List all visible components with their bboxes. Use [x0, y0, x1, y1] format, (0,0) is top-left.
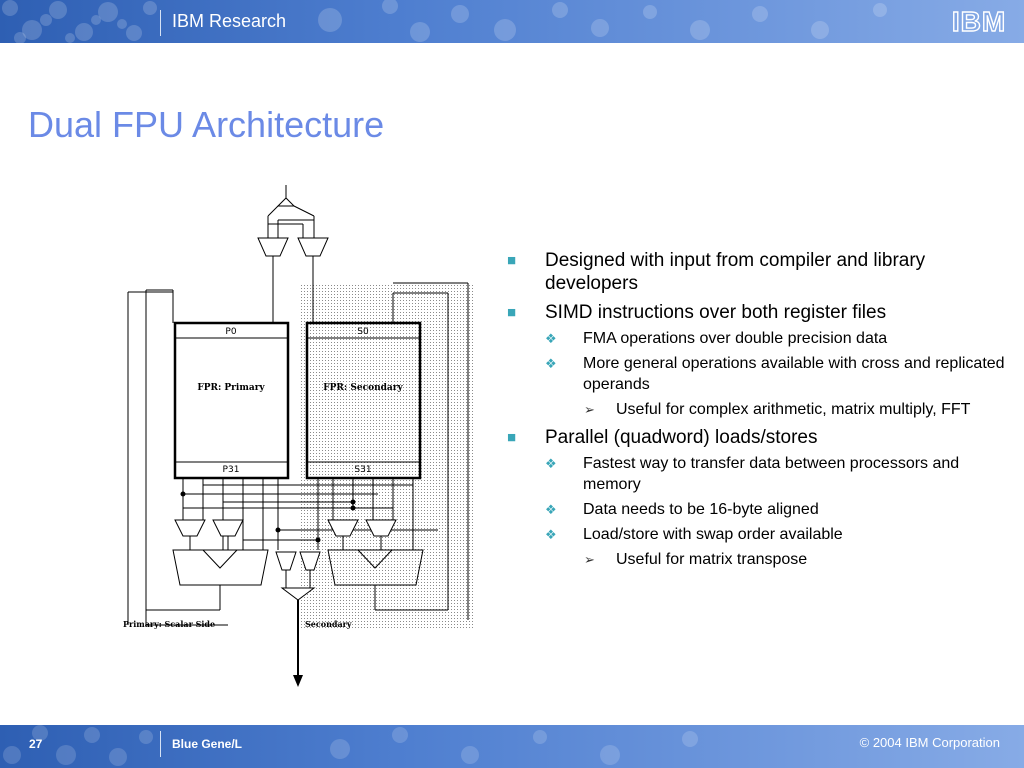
operand-mux-p1: [174, 519, 206, 537]
bullet-list: ■ Designed with input from compiler and l…: [505, 243, 1005, 570]
top-mux-primary: [257, 237, 289, 257]
bullet-item: ❖ More general operations available with …: [505, 353, 1005, 395]
ibm-logo-text: IBM: [952, 6, 1006, 37]
bullet-item: ❖ FMA operations over double precision da…: [505, 328, 1005, 349]
dual-fpu-diagram: P0 FPR: Primary P31 S0 FPR: Secondary S3…: [123, 185, 473, 687]
slide-title: Dual FPU Architecture: [28, 104, 385, 145]
banner-title: IBM Research: [172, 11, 287, 31]
header-banner: IBM Research IBM: [0, 0, 1024, 43]
secondary-register-label: FPR: Secondary: [323, 383, 403, 393]
bullet-text: SIMD instructions over both register fil…: [545, 302, 887, 323]
operand-mux-p2: [212, 519, 244, 537]
footer-bubbles-decoration: [3, 725, 698, 766]
bullet-item: ■ Parallel (quadword) loads/stores: [505, 426, 1005, 449]
bullet-text: Load/store with swap order available: [583, 526, 843, 543]
ibm-logo: IBM: [951, 5, 1006, 37]
bullet-marker: ❖: [545, 502, 557, 517]
bullet-marker: ➢: [584, 552, 595, 567]
bullet-marker: ■: [507, 252, 517, 269]
operand-mux-s1: [327, 519, 359, 537]
operand-mux-s2: [365, 519, 397, 537]
bullet-item: ➢ Useful for matrix transpose: [505, 549, 1005, 570]
bullet-item: ➢ Useful for complex arithmetic, matrix m…: [505, 399, 1005, 420]
primary-register-bottom: P31: [223, 465, 240, 475]
secondary-register-file: [305, 321, 422, 480]
bullet-marker: ❖: [545, 331, 557, 346]
footer-banner: 27 Blue Gene/L © 2004 IBM Corporation: [0, 725, 1024, 768]
bullet-text: FMA operations over double precision dat…: [583, 330, 888, 347]
bullet-marker: ■: [507, 304, 517, 321]
primary-side-label: Primary: Scalar Side: [123, 619, 215, 629]
output-combine-node: [280, 587, 316, 601]
bullet-item: ■ Designed with input from compiler and l…: [505, 249, 1005, 295]
banner-bubbles-decoration: [2, 0, 887, 43]
bullet-marker: ■: [507, 429, 517, 446]
page-number: 27: [29, 737, 43, 751]
bullet-marker: ❖: [545, 356, 557, 371]
bullet-text: Parallel (quadword) loads/stores: [545, 427, 818, 448]
secondary-register-top: S0: [357, 327, 369, 337]
bullet-text: Useful for complex arithmetic, matrix mu…: [616, 401, 971, 418]
primary-register-file: [173, 321, 290, 480]
top-split-node: [276, 197, 296, 207]
banner-divider: [160, 10, 161, 36]
bus-junctions: [180, 491, 356, 543]
bullet-text: More general operations available with c…: [583, 355, 1005, 393]
primary-register-label: FPR: Primary: [197, 383, 265, 393]
bullet-item: ❖ Data needs to be 16-byte aligned: [505, 499, 1005, 520]
load-store-mux-primary: [275, 551, 297, 571]
secondary-register-bottom: S31: [354, 465, 371, 475]
footer-center-text: Blue Gene/L: [172, 737, 243, 751]
bullet-text: Designed with input from compiler and li…: [545, 250, 926, 294]
output-arrow: [293, 675, 303, 687]
bullet-item: ■ SIMD instructions over both register fi…: [505, 301, 1005, 324]
bullet-text: Data needs to be 16-byte aligned: [583, 501, 819, 518]
bullet-item: ❖ Fastest way to transfer data between pr…: [505, 453, 1005, 495]
load-store-mux-secondary: [299, 551, 321, 571]
copyright-text: © 2004 IBM Corporation: [859, 735, 1000, 750]
bullet-marker: ❖: [545, 527, 557, 542]
bullet-marker: ❖: [545, 456, 557, 471]
footer-divider: [160, 731, 161, 757]
bullet-text: Useful for matrix transpose: [616, 551, 808, 568]
bullet-marker: ➢: [584, 402, 595, 417]
bullet-item: ❖ Load/store with swap order available: [505, 524, 1005, 545]
bullet-text: Fastest way to transfer data between pro…: [583, 455, 960, 493]
secondary-side-label: Secondary: [305, 619, 352, 629]
top-mux-secondary: [297, 237, 329, 257]
primary-register-top: P0: [225, 327, 236, 337]
